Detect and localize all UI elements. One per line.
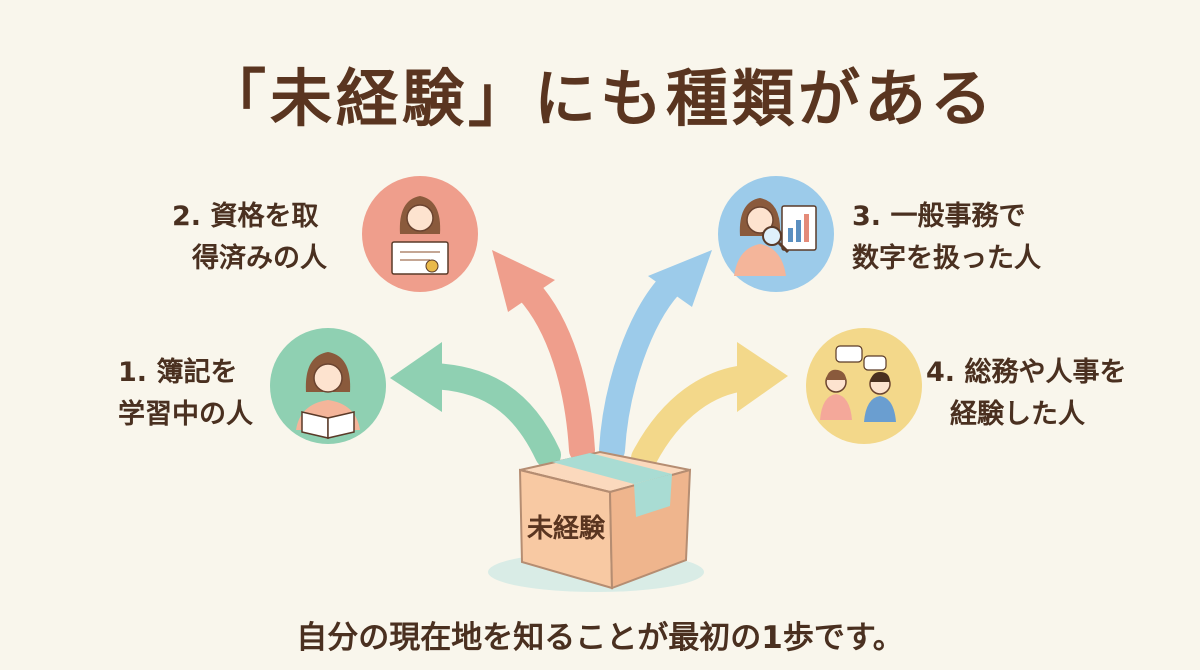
category-1-line1: 1. 簿記を (118, 357, 238, 388)
page-title: 「未経験」にも種類がある (203, 62, 996, 135)
category-1-label: 1. 簿記を 学習中の人 (118, 352, 253, 436)
arrow-to-category-4 (631, 342, 788, 471)
category-3-illustration (718, 176, 834, 292)
footer-message: 自分の現在地を知ることが最初の1歩です。 (296, 620, 904, 656)
arrow-to-category-2 (492, 250, 595, 463)
woman-reading-book-icon (296, 352, 360, 439)
category-3-line2: 数字を扱った人 (852, 243, 1041, 274)
category-3-label: 3. 一般事務で 数字を扱った人 (852, 196, 1041, 280)
woman-holding-certificate-icon (391, 196, 449, 275)
box-label: 未経験 (527, 513, 606, 544)
arrow-to-category-3 (599, 250, 712, 463)
woman-analyzing-chart-icon (734, 198, 817, 276)
arrow-to-category-1 (390, 342, 561, 468)
two-people-talking-icon (820, 345, 896, 422)
category-2-line2: 得済みの人 (192, 243, 327, 274)
category-4-label: 4. 総務や人事を 経験した人 (926, 352, 1126, 436)
category-1-line2: 学習中の人 (118, 399, 253, 430)
category-2-line1: 2. 資格を取 (172, 201, 319, 232)
cardboard-box: 未経験 (518, 450, 692, 590)
category-4-illustration (806, 328, 922, 444)
category-3-line1: 3. 一般事務で (852, 201, 1026, 232)
category-1-illustration (270, 328, 386, 444)
category-2-illustration (362, 176, 478, 292)
category-4-line2: 経験した人 (950, 399, 1085, 430)
category-4-line1: 4. 総務や人事を (926, 357, 1127, 388)
category-2-label: 2. 資格を取 得済みの人 (172, 196, 327, 280)
